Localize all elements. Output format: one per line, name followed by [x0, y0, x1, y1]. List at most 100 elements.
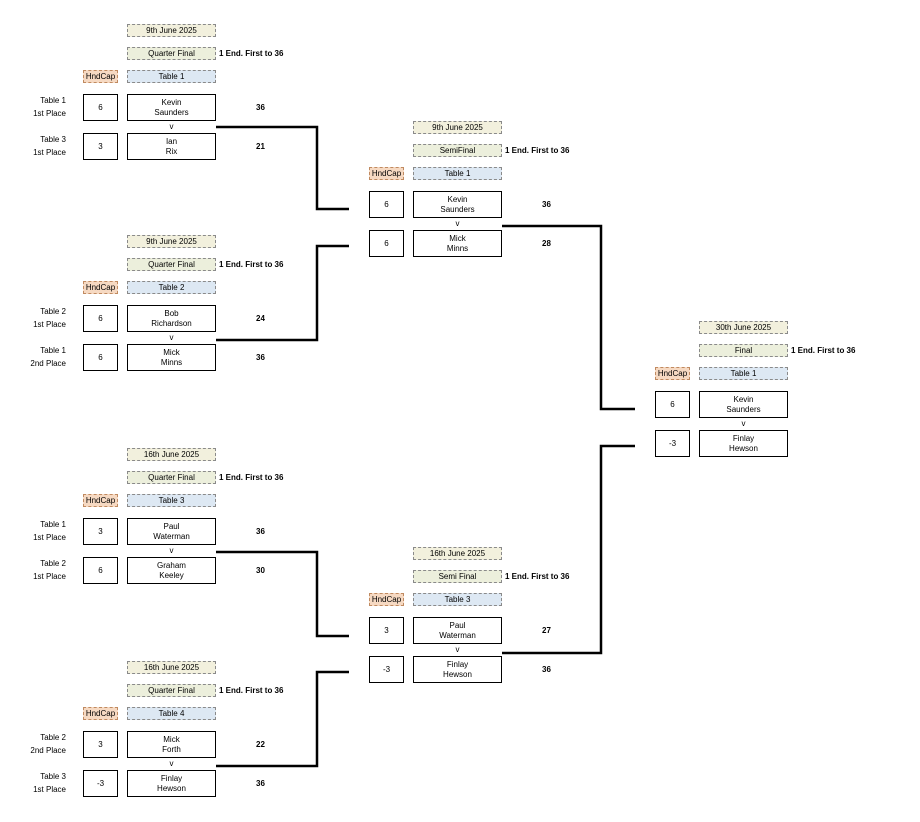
handicap-label: HndCap: [369, 167, 404, 180]
player-last-name: Saunders: [154, 107, 189, 117]
versus-label: v: [169, 759, 174, 768]
player-last-name: Saunders: [440, 204, 475, 214]
seed-table-label: Table 1: [40, 96, 66, 105]
connector-sf2-final: [502, 444, 635, 655]
handicap-box: 6: [83, 94, 118, 121]
player-first-name: Mick: [163, 347, 180, 357]
handicap-box: 3: [83, 133, 118, 160]
player-first-name: Kevin: [733, 394, 754, 404]
player-last-name: Hewson: [443, 669, 472, 679]
player-last-name: Keeley: [159, 570, 184, 580]
match-rule-text: 1 End. First to 36: [791, 346, 856, 355]
connector-qf3-sf2: [216, 550, 349, 638]
player-score: 30: [256, 566, 265, 575]
seed-place-label: 1st Place: [33, 533, 66, 542]
match-rule-text: 1 End. First to 36: [219, 686, 284, 695]
player-first-name: Ian: [165, 136, 178, 146]
player-score: 22: [256, 740, 265, 749]
match-table-label: Table 1: [413, 167, 502, 180]
match-table-label: Table 3: [413, 593, 502, 606]
handicap-box: 3: [369, 617, 404, 644]
player-score: 36: [256, 353, 265, 362]
handicap-label: HndCap: [83, 70, 118, 83]
match-date-label: 16th June 2025: [413, 547, 502, 560]
player-score: 36: [256, 779, 265, 788]
match-rule-text: 1 End. First to 36: [219, 260, 284, 269]
player-first-name: Finlay: [446, 659, 469, 669]
handicap-label: HndCap: [655, 367, 690, 380]
player-last-name: Minns: [446, 243, 469, 253]
seed-table-label: Table 1: [40, 346, 66, 355]
match-table-label: Table 1: [127, 70, 216, 83]
player-first-name: Kevin: [161, 97, 182, 107]
match-stage-label: Quarter Final: [127, 471, 216, 484]
handicap-box: -3: [655, 430, 690, 457]
player-first-name: Kevin: [447, 194, 468, 204]
match-stage-label: Quarter Final: [127, 258, 216, 271]
match-date-label: 9th June 2025: [413, 121, 502, 134]
handicap-box: 6: [83, 305, 118, 332]
handicap-label: HndCap: [83, 707, 118, 720]
match-rule-text: 1 End. First to 36: [219, 49, 284, 58]
handicap-box: 6: [655, 391, 690, 418]
match-date-label: 9th June 2025: [127, 24, 216, 37]
match-table-label: Table 3: [127, 494, 216, 507]
handicap-box: -3: [369, 656, 404, 683]
player-first-name: Paul: [163, 521, 180, 531]
versus-label: v: [169, 333, 174, 342]
player-last-name: Waterman: [439, 630, 476, 640]
match-table-label: Table 2: [127, 281, 216, 294]
handicap-box: 6: [83, 557, 118, 584]
connector-sf1-final: [502, 224, 635, 411]
match-date-label: 30th June 2025: [699, 321, 788, 334]
player-first-name: Mick: [449, 233, 466, 243]
player-last-name: Forth: [162, 744, 181, 754]
versus-label: v: [169, 546, 174, 555]
handicap-box: 3: [83, 731, 118, 758]
handicap-box: 6: [369, 191, 404, 218]
seed-table-label: Table 3: [40, 135, 66, 144]
player-score: 36: [256, 527, 265, 536]
handicap-label: HndCap: [369, 593, 404, 606]
seed-place-label: 2nd Place: [30, 746, 66, 755]
handicap-box: -3: [83, 770, 118, 797]
versus-label: v: [455, 645, 460, 654]
seed-place-label: 1st Place: [33, 109, 66, 118]
match-stage-label: Semi Final: [413, 570, 502, 583]
match-rule-text: 1 End. First to 36: [219, 473, 284, 482]
player-score: 28: [542, 239, 551, 248]
handicap-label: HndCap: [83, 281, 118, 294]
seed-table-label: Table 1: [40, 520, 66, 529]
player-last-name: Hewson: [157, 783, 186, 793]
seed-table-label: Table 3: [40, 772, 66, 781]
match-rule-text: 1 End. First to 36: [505, 572, 570, 581]
player-first-name: Graham: [157, 560, 186, 570]
versus-label: v: [169, 122, 174, 131]
seed-place-label: 1st Place: [33, 572, 66, 581]
player-last-name: Richardson: [151, 318, 192, 328]
match-rule-text: 1 End. First to 36: [505, 146, 570, 155]
seed-table-label: Table 2: [40, 307, 66, 316]
player-score: 36: [542, 665, 551, 674]
player-first-name: Bob: [164, 308, 179, 318]
seed-place-label: 1st Place: [33, 148, 66, 157]
versus-label: v: [741, 419, 746, 428]
seed-place-label: 1st Place: [33, 785, 66, 794]
player-first-name: Finlay: [160, 773, 183, 783]
player-last-name: Minns: [160, 357, 183, 367]
player-score: 27: [542, 626, 551, 635]
